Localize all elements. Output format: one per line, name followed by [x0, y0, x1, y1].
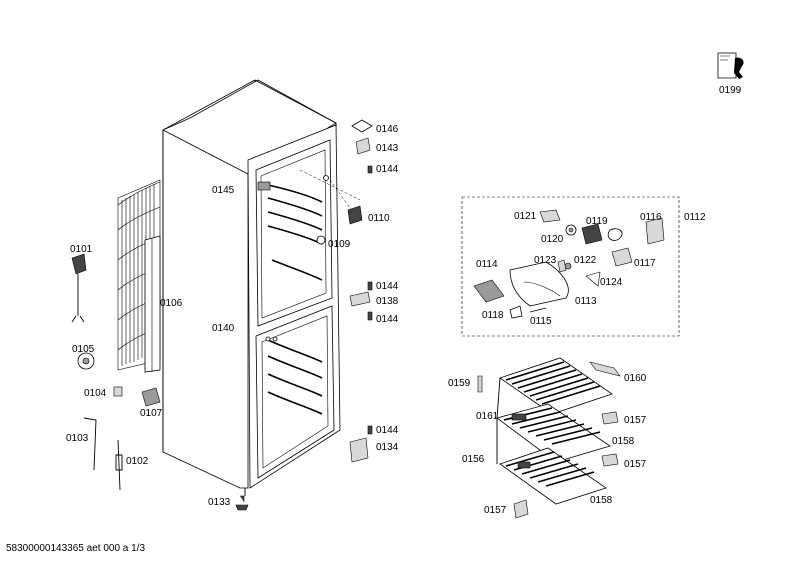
label-0101: 0101 — [70, 244, 93, 255]
label-0160: 0160 — [624, 373, 647, 384]
label-0118: 0118 — [482, 310, 504, 321]
label-0122: 0122 — [574, 255, 597, 266]
label-0156: 0156 — [462, 454, 485, 465]
label-0114: 0114 — [476, 259, 498, 270]
label-0119: 0119 — [586, 216, 608, 227]
label-0117: 0117 — [634, 258, 656, 269]
wrench-document-icon — [717, 52, 744, 79]
power-plug — [71, 253, 87, 323]
label-0145: 0145 — [212, 185, 235, 196]
hinge-0138 — [349, 291, 371, 307]
thermostat-group-box — [461, 196, 680, 337]
label-0157-a: 0157 — [624, 415, 647, 426]
hinge-0143 — [355, 137, 371, 155]
label-0146: 0146 — [376, 124, 399, 135]
clip-0157-a — [601, 411, 619, 425]
label-0110: 0110 — [368, 213, 390, 224]
part-0104-shape — [113, 386, 123, 397]
screw-0144-b — [367, 281, 373, 291]
thermostat-parts — [473, 209, 665, 319]
label-0106: 0106 — [160, 298, 183, 309]
label-0144-a: 0144 — [376, 164, 399, 175]
fan-ring — [77, 352, 95, 370]
label-0104: 0104 — [84, 388, 107, 399]
label-0109: 0109 — [328, 239, 351, 250]
screw-0144-c — [367, 311, 373, 321]
label-0123: 0123 — [534, 255, 557, 266]
label-0159: 0159 — [448, 378, 471, 389]
label-0113: 0113 — [575, 296, 597, 307]
condenser-coil — [117, 179, 161, 373]
light-0110 — [347, 205, 363, 225]
label-0124: 0124 — [600, 277, 623, 288]
label-0116: 0116 — [640, 212, 662, 223]
label-0144-b: 0144 — [376, 281, 399, 292]
label-0161: 0161 — [476, 411, 499, 422]
document-code: 58300000143365 aet 000 a 1/3 — [6, 543, 146, 554]
tube-0103 — [83, 417, 97, 471]
label-0112: 0112 — [684, 212, 706, 223]
label-0143: 0143 — [376, 143, 399, 154]
bracket-0107 — [141, 387, 161, 407]
label-0158-b: 0158 — [590, 495, 613, 506]
part-0160-shape — [589, 361, 621, 377]
label-0144-c: 0144 — [376, 314, 399, 325]
foot-0133 — [235, 495, 249, 511]
label-0133: 0133 — [208, 497, 231, 508]
label-0121: 0121 — [514, 211, 537, 222]
screw-0144-top — [367, 165, 373, 174]
screw-0144-d — [367, 425, 373, 435]
label-0157-b: 0157 — [624, 459, 647, 470]
label-0144-d: 0144 — [376, 425, 399, 436]
label-0115: 0115 — [530, 316, 552, 327]
label-0102: 0102 — [126, 456, 149, 467]
label-0140: 0140 — [212, 323, 235, 334]
clip-0157-c — [513, 499, 529, 519]
cover-0146 — [351, 119, 373, 133]
label-0107: 0107 — [140, 408, 163, 419]
sensor-0102 — [115, 439, 123, 491]
clip-0157-b — [601, 453, 619, 467]
label-0158-a: 0158 — [612, 436, 635, 447]
label-0120: 0120 — [541, 234, 564, 245]
evaporator-racks — [496, 357, 613, 505]
part-0159-shape — [477, 375, 483, 393]
label-0199: 0199 — [719, 85, 742, 96]
label-0134: 0134 — [376, 442, 399, 453]
hinge-0134 — [349, 437, 369, 463]
label-0157-c: 0157 — [484, 505, 507, 516]
fridge-cabinet — [162, 79, 361, 496]
label-0103: 0103 — [66, 433, 89, 444]
label-0138: 0138 — [376, 296, 399, 307]
label-0105: 0105 — [72, 344, 95, 355]
